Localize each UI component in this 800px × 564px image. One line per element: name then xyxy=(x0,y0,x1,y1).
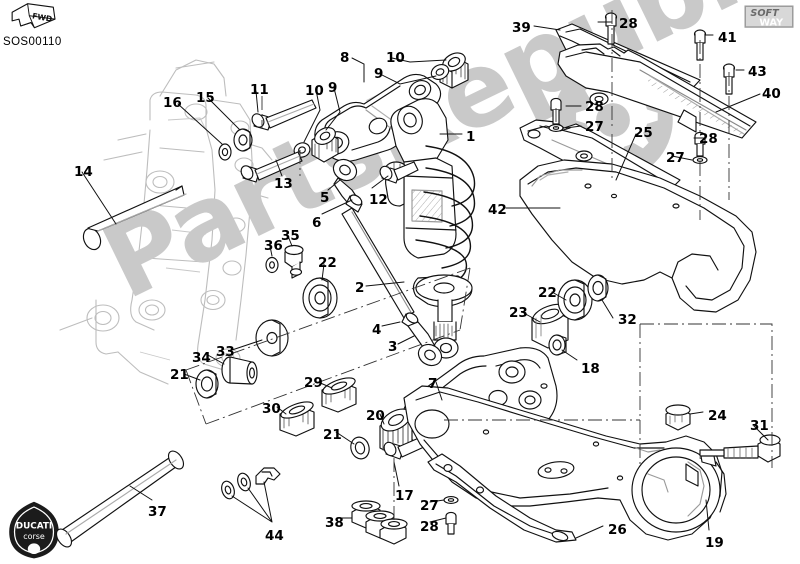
ducati-corse-logo: DUCATI corse xyxy=(3,500,65,560)
part-22-ball-bearing-a xyxy=(302,277,338,319)
callout-number-35[interactable]: 35 xyxy=(281,228,300,244)
callout-number-33[interactable]: 33 xyxy=(216,344,235,360)
part-29-link-bush xyxy=(321,377,357,413)
callout-number-4[interactable]: 4 xyxy=(372,322,382,338)
callout-number-42[interactable]: 42 xyxy=(488,202,507,218)
callout-number-8[interactable]: 8 xyxy=(340,50,350,66)
callout-number-13[interactable]: 13 xyxy=(274,176,293,192)
part-34-flanged-bush xyxy=(221,356,258,385)
part-19-swingarm xyxy=(403,385,727,541)
callout-number-34[interactable]: 34 xyxy=(192,350,211,366)
svg-text:FWD: FWD xyxy=(32,11,53,23)
callout-number-38[interactable]: 38 xyxy=(325,515,344,531)
part-9-needle-bearing-b xyxy=(311,127,339,163)
callout-number-14[interactable]: 14 xyxy=(74,164,93,180)
part-21-seal-ring-a xyxy=(195,369,219,399)
svg-text:DUCATI: DUCATI xyxy=(16,521,53,531)
callout-number-30[interactable]: 30 xyxy=(262,401,281,417)
callout-number-16[interactable]: 16 xyxy=(163,95,182,111)
part-24-grease-nipple xyxy=(665,404,691,431)
part-36-washer-thin xyxy=(265,256,279,274)
callout-number-21[interactable]: 21 xyxy=(170,367,189,383)
callout-number-44[interactable]: 44 xyxy=(265,528,284,544)
callout-number-28[interactable]: 28 xyxy=(585,99,604,115)
callout-number-5[interactable]: 5 xyxy=(320,190,330,206)
callout-number-9[interactable]: 9 xyxy=(328,80,338,96)
part-26-side-stand-bracket xyxy=(427,453,577,543)
part-30-link-bush-2 xyxy=(279,401,315,437)
callout-number-1[interactable]: 1 xyxy=(466,129,476,145)
part-32-circlip-cap xyxy=(587,274,609,302)
callout-number-2[interactable]: 2 xyxy=(355,280,365,296)
callout-number-22[interactable]: 22 xyxy=(538,285,557,301)
callout-number-21[interactable]: 21 xyxy=(323,427,342,443)
part-21-seal-ring-b xyxy=(350,436,370,460)
part-15-bushing xyxy=(233,128,253,152)
fastener-28-a xyxy=(604,12,618,45)
fwd-arrow-icon: FWD xyxy=(11,3,56,29)
callout-number-26[interactable]: 26 xyxy=(608,522,627,538)
part-20-roller-bearing xyxy=(379,408,413,457)
part-28-screw-d xyxy=(445,511,457,535)
callout-number-27[interactable]: 27 xyxy=(420,498,439,514)
callout-number-12[interactable]: 12 xyxy=(369,192,388,208)
part-11-pivot-bolt xyxy=(251,99,317,131)
part-3-rod-end-lower xyxy=(407,321,443,367)
callout-number-28[interactable]: 28 xyxy=(699,131,718,147)
callout-number-39[interactable]: 39 xyxy=(512,20,531,36)
callout-number-19[interactable]: 19 xyxy=(705,535,724,551)
callout-number-43[interactable]: 43 xyxy=(748,64,767,80)
part-14-long-frame-bolt xyxy=(82,185,187,251)
callout-number-31[interactable]: 31 xyxy=(750,418,769,434)
callout-number-25[interactable]: 25 xyxy=(634,125,653,141)
callout-number-37[interactable]: 37 xyxy=(148,504,167,520)
part-1-rear-shock-absorber xyxy=(384,98,476,359)
part-16-washer xyxy=(218,143,232,161)
part-6-lock-nut-upper xyxy=(345,194,363,213)
part-33-bearing-cap xyxy=(255,319,289,357)
callout-number-11[interactable]: 11 xyxy=(250,82,269,98)
callout-number-27[interactable]: 27 xyxy=(666,150,685,166)
callout-number-24[interactable]: 24 xyxy=(708,408,727,424)
part-38-chain-link-set xyxy=(351,500,408,545)
callout-number-22[interactable]: 22 xyxy=(318,255,337,271)
part-9-needle-bearing-a xyxy=(439,52,469,89)
callout-number-41[interactable]: 41 xyxy=(718,30,737,46)
callout-number-9[interactable]: 9 xyxy=(374,66,384,82)
callout-number-3[interactable]: 3 xyxy=(388,339,398,355)
diagram-code-label: SOS00110 xyxy=(3,36,62,48)
callout-number-27[interactable]: 27 xyxy=(585,119,604,135)
callout-number-10[interactable]: 10 xyxy=(305,83,324,99)
part-37-swingarm-pivot-shaft xyxy=(55,450,185,548)
callout-number-28[interactable]: 28 xyxy=(420,519,439,535)
callout-number-20[interactable]: 20 xyxy=(366,408,385,424)
part-31-axle-clamp-bolt xyxy=(699,434,781,463)
part-22-ball-bearing-b xyxy=(557,279,593,321)
svg-text:corse: corse xyxy=(23,532,45,541)
part-44-clip-kit xyxy=(221,467,281,500)
callout-number-23[interactable]: 23 xyxy=(509,305,528,321)
part-35-shoulder-bolt xyxy=(284,244,304,279)
callout-number-32[interactable]: 32 xyxy=(618,312,637,328)
callout-number-7[interactable]: 7 xyxy=(428,376,438,392)
callout-number-6[interactable]: 6 xyxy=(312,215,322,231)
callout-number-18[interactable]: 18 xyxy=(581,361,600,377)
callout-number-10[interactable]: 10 xyxy=(386,50,405,66)
svg-text:WAY: WAY xyxy=(759,18,784,29)
callout-number-36[interactable]: 36 xyxy=(264,238,283,254)
callout-number-40[interactable]: 40 xyxy=(762,86,781,102)
callout-number-17[interactable]: 17 xyxy=(395,488,414,504)
part-12-shock-mount-bolt xyxy=(379,161,419,184)
callout-number-15[interactable]: 15 xyxy=(196,90,215,106)
callout-number-29[interactable]: 29 xyxy=(304,375,323,391)
softway-logo: SOFT WAY xyxy=(743,4,795,29)
part-18-spacer-bush xyxy=(548,334,567,356)
svg-text:SOFT: SOFT xyxy=(750,8,780,19)
callout-number-28[interactable]: 28 xyxy=(619,16,638,32)
